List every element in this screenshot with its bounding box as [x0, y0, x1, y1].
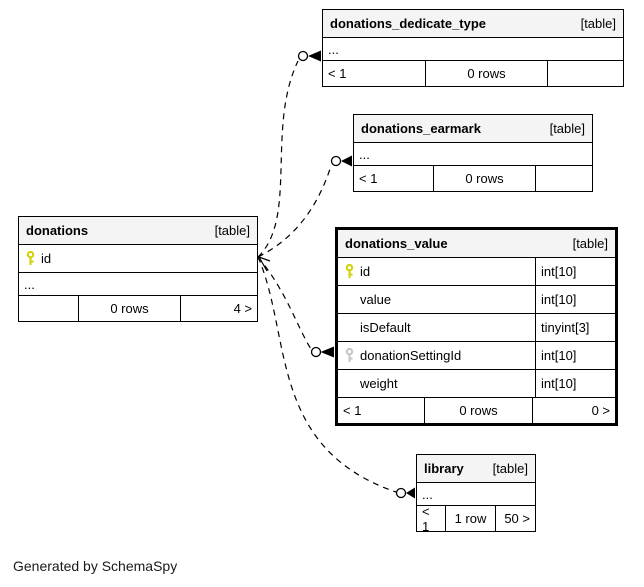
- ellipsis-text: ...: [422, 486, 433, 502]
- footer-parents-count: 4 >: [233, 301, 252, 316]
- table-header: donations_value [table]: [338, 230, 615, 258]
- footer-children-count: < 1: [354, 166, 434, 191]
- table-footer: < 1 0 rows: [323, 61, 623, 86]
- column-row-value: value int[10]: [338, 286, 615, 314]
- column-name: weight: [360, 376, 398, 391]
- table-name[interactable]: library: [424, 461, 464, 476]
- table-name[interactable]: donations_value: [345, 236, 448, 251]
- ellipsis-text: ...: [24, 276, 35, 292]
- column-name: id: [41, 251, 52, 266]
- table-header: donations_earmark [table]: [354, 115, 592, 143]
- table-donations-earmark: donations_earmark [table] ... < 1 0 rows: [353, 114, 593, 192]
- footer-parents-count: 0 >: [591, 403, 610, 418]
- footer-row-count: 0 rows: [425, 398, 533, 423]
- table-donations-value: donations_value [table] id int[10] value…: [335, 227, 618, 426]
- columns-ellipsis-row: ...: [323, 38, 623, 61]
- connector-arrow-dedicate-type: [308, 50, 321, 62]
- footer-row-count: 0 rows: [434, 166, 536, 191]
- column-name: id: [360, 264, 371, 279]
- connector-arrow-earmark: [341, 155, 352, 167]
- table-header: library [table]: [417, 455, 535, 483]
- column-type: int[10]: [535, 258, 615, 285]
- columns-ellipsis-row: ...: [19, 273, 257, 296]
- ellipsis-text: ...: [328, 41, 339, 57]
- primary-key-icon: [338, 264, 360, 279]
- footer-row-count: 0 rows: [426, 61, 548, 86]
- column-row-isdefault: isDefault tinyint[3]: [338, 314, 615, 342]
- edge-donations-to-dedicate-type: [257, 60, 299, 258]
- parent-end-arrow: [257, 255, 271, 272]
- primary-key-icon: [19, 251, 41, 266]
- connector-circle-library: [395, 487, 407, 499]
- table-header: donations [table]: [19, 217, 257, 245]
- table-footer: < 1 1 row 50 >: [417, 504, 535, 534]
- table-name[interactable]: donations: [26, 223, 89, 238]
- columns-ellipsis-row: ...: [417, 483, 535, 506]
- column-type: int[10]: [535, 342, 615, 369]
- column-row-donationsettingid: donationSettingId int[10]: [338, 342, 615, 370]
- footer-children-count: < 1: [417, 504, 446, 534]
- table-type-badge: [table]: [572, 236, 608, 251]
- column-row-weight: weight int[10]: [338, 370, 615, 398]
- footer-parents-count: [536, 166, 592, 191]
- connector-arrow-value: [320, 346, 334, 358]
- columns-ellipsis-row: ...: [354, 143, 592, 166]
- table-library: library [table] ... < 1 1 row 50 >: [416, 454, 536, 534]
- edge-donations-to-value: [257, 256, 312, 350]
- connector-circle-value: [310, 346, 322, 358]
- footer-parents-count: 50 >: [504, 511, 530, 526]
- column-row-id: id: [19, 245, 257, 273]
- table-type-badge: [table]: [580, 16, 616, 31]
- ellipsis-text: ...: [359, 146, 370, 162]
- generated-by-caption: Generated by SchemaSpy: [13, 558, 178, 574]
- table-donations-dedicate-type: donations_dedicate_type [table] ... < 1 …: [322, 9, 624, 87]
- connector-circle-dedicate-type: [297, 50, 309, 62]
- column-name: isDefault: [360, 320, 411, 335]
- column-name: donationSettingId: [360, 348, 462, 363]
- table-type-badge: [table]: [214, 223, 250, 238]
- table-donations: donations [table] id ... 0 rows 4 >: [18, 216, 258, 322]
- footer-row-count: 0 rows: [79, 296, 181, 321]
- table-footer: < 1 0 rows: [354, 166, 592, 191]
- column-name: value: [360, 292, 392, 307]
- column-type: int[10]: [535, 286, 615, 313]
- column-type: tinyint[3]: [535, 314, 615, 341]
- column-row-id: id int[10]: [338, 258, 615, 286]
- column-type: int[10]: [535, 370, 615, 397]
- footer-children-count: < 1: [338, 398, 425, 423]
- footer-children-count: < 1: [323, 61, 426, 86]
- footer-parents-count: [548, 61, 623, 86]
- table-name[interactable]: donations_earmark: [361, 121, 481, 136]
- table-name[interactable]: donations_dedicate_type: [330, 16, 487, 31]
- table-footer: 0 rows 4 >: [19, 296, 257, 321]
- table-type-badge: [table]: [549, 121, 585, 136]
- table-footer: < 1 0 rows 0 >: [338, 398, 615, 423]
- footer-children-count: [19, 296, 79, 321]
- table-header: donations_dedicate_type [table]: [323, 10, 623, 38]
- foreign-key-icon: [338, 348, 360, 363]
- edge-donations-to-earmark: [257, 165, 332, 258]
- footer-row-count: 1 row: [446, 506, 496, 531]
- table-type-badge: [table]: [492, 461, 528, 476]
- connector-arrow-library: [406, 487, 415, 499]
- connector-circle-earmark: [330, 155, 342, 167]
